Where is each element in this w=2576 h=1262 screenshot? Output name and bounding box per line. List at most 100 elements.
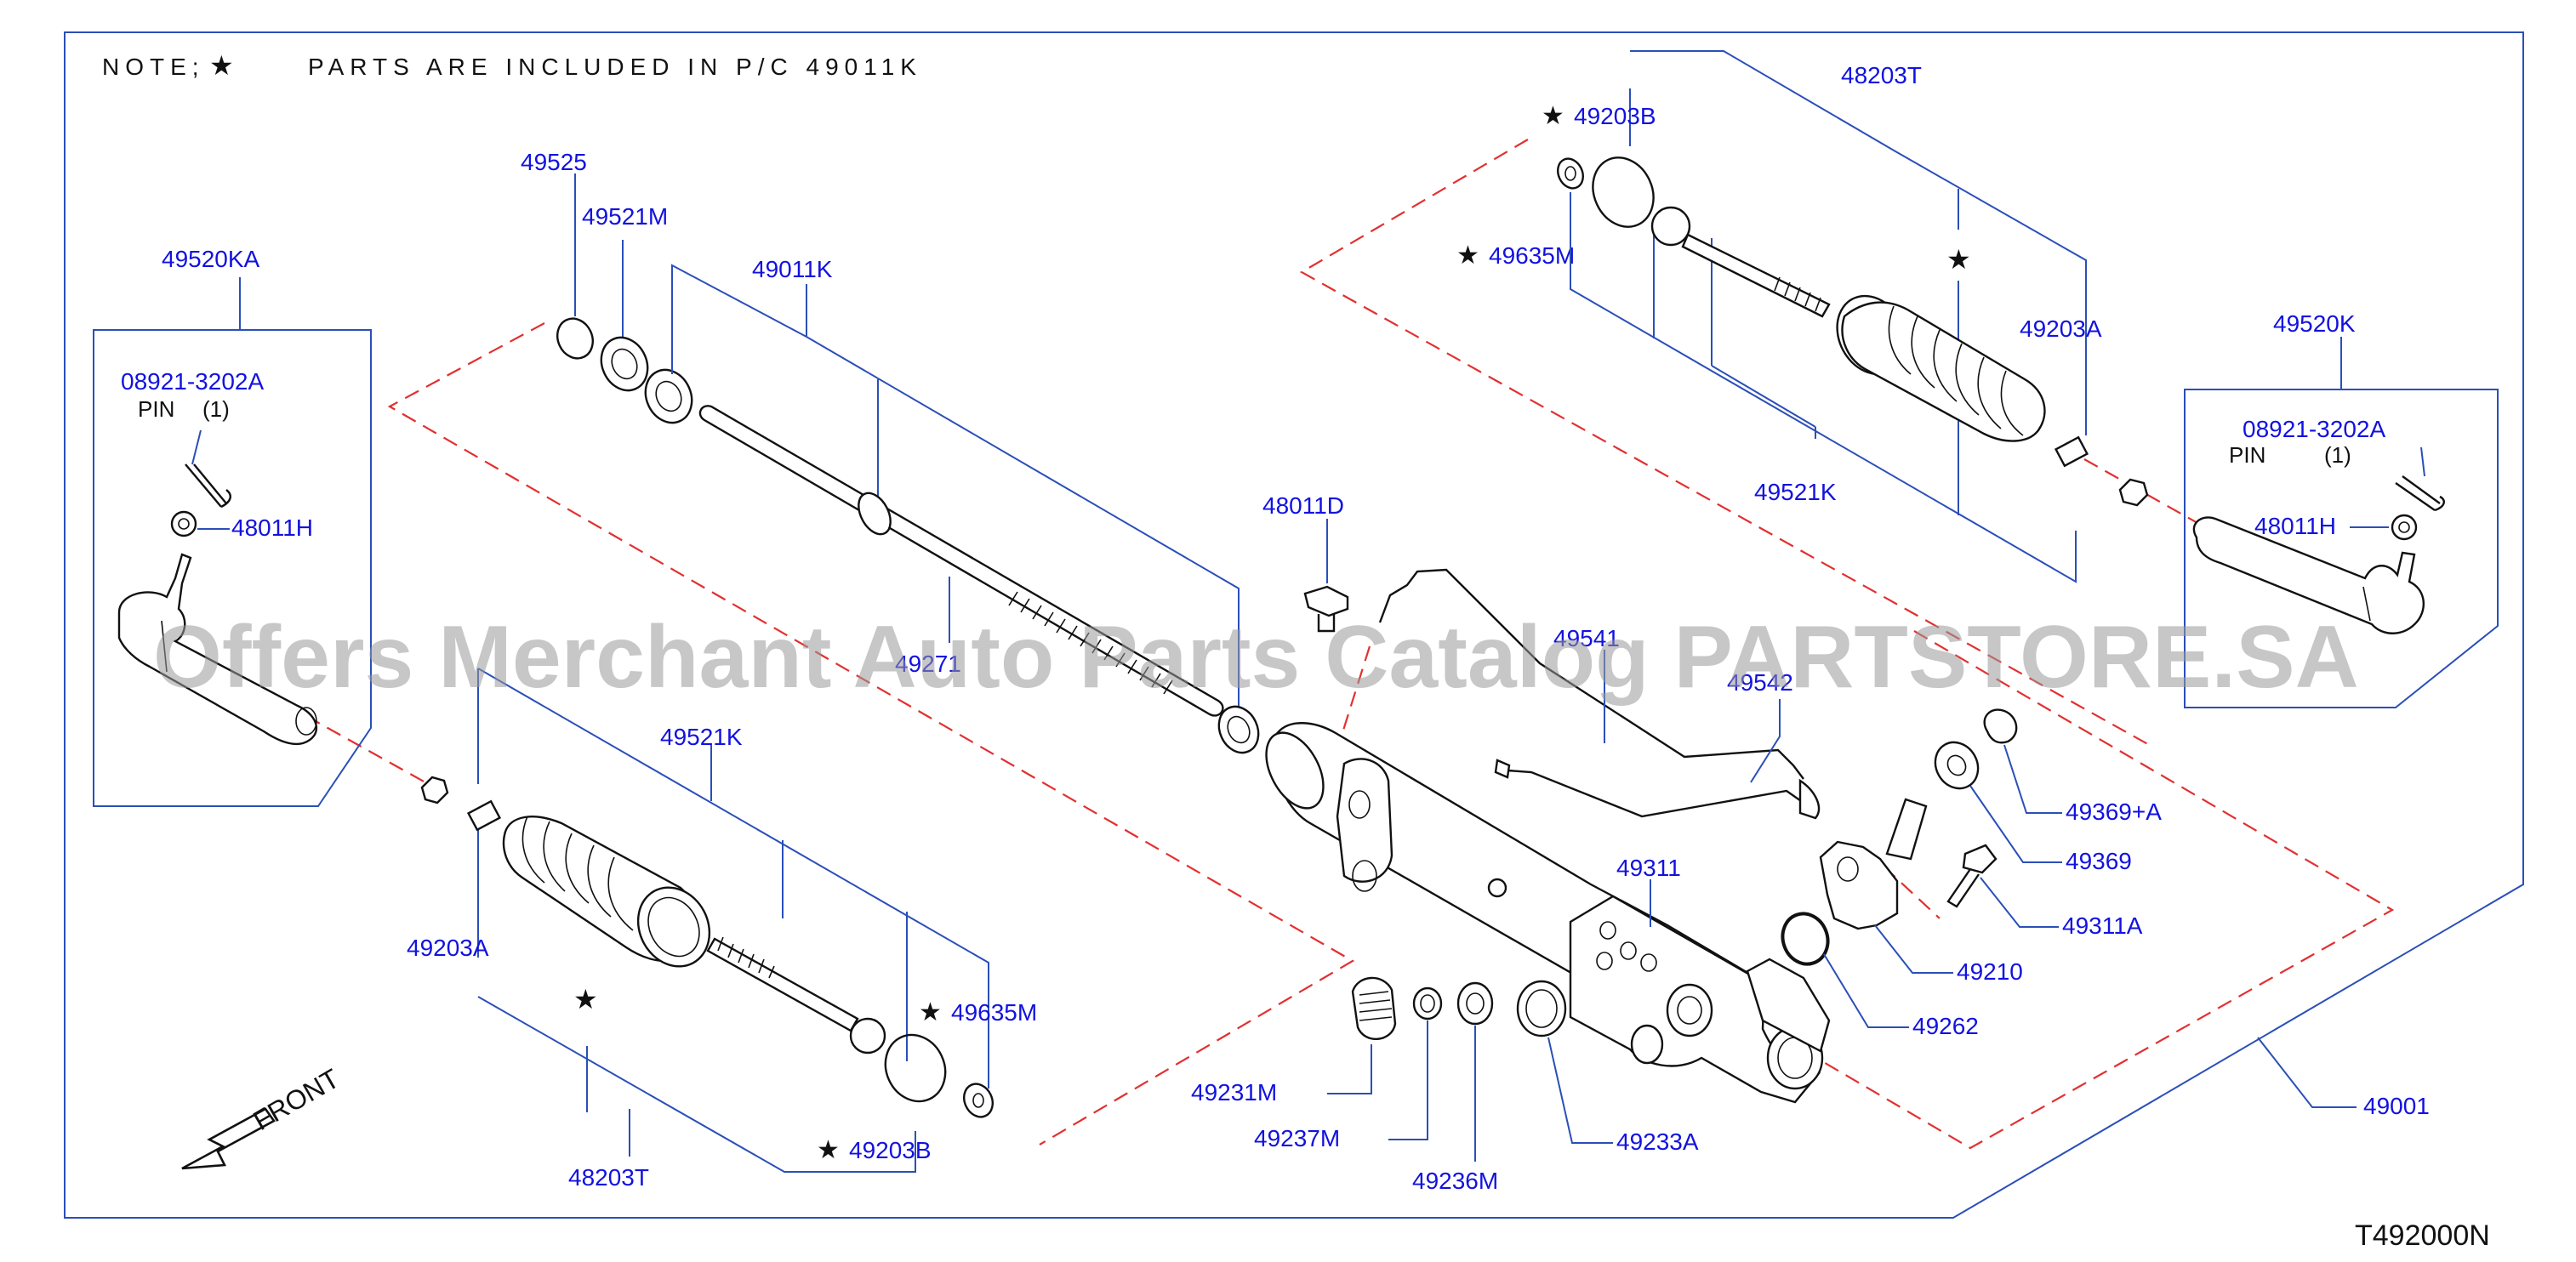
note-star-icon: ★ <box>209 50 234 81</box>
valve-seal <box>1934 741 1980 790</box>
leader-49231M <box>1327 1044 1372 1094</box>
diagram-frame <box>64 31 2524 1219</box>
control-valve <box>1819 840 1899 930</box>
inner-tie-rod-star-right-icon: ★ <box>1946 244 1971 275</box>
leader-49262 <box>1823 953 1909 1028</box>
label-pin-qty-left: (1) <box>202 396 230 422</box>
rack-bar <box>698 405 1224 717</box>
rack-bushing-outer <box>600 336 649 392</box>
oil-seal-small-inner <box>1420 994 1435 1013</box>
hydraulic-line-upper <box>1378 568 1804 780</box>
seal-ring-large-inner <box>1525 989 1558 1028</box>
label-49311A: 49311A <box>2062 912 2143 939</box>
boot-right-ribs <box>1888 305 2024 436</box>
inner-tie-rod-left-thread <box>717 936 775 979</box>
label-49635M-top: 49635M <box>1489 242 1575 269</box>
o-ring <box>1781 912 1830 966</box>
rack-seal-outer <box>644 368 693 424</box>
front-arrow-icon <box>181 1107 276 1170</box>
boot-clamp-ring-left <box>884 1033 947 1103</box>
tie-rod-end-box-left <box>93 329 372 807</box>
label-48011D: 48011D <box>1262 492 1344 519</box>
star-49203B-bottom-icon: ★ <box>817 1136 840 1164</box>
mounting-bolt <box>1303 585 1349 633</box>
tie-rod-end-left <box>117 553 318 746</box>
boot-left-mouth-inner <box>647 896 700 958</box>
label-49311: 49311 <box>1616 855 1681 881</box>
washer-left-outer <box>963 1083 994 1118</box>
valve-port-lower <box>1630 1024 1664 1065</box>
label-49203B-bottom: 49203B <box>849 1137 932 1163</box>
housing-plug <box>1487 878 1507 898</box>
diagram-code: T492000N <box>2355 1219 2490 1252</box>
label-pin-right: PIN <box>2229 442 2265 468</box>
inner-tie-rod-right-thread <box>1774 276 1821 312</box>
label-49521K-top: 49521K <box>1754 479 1837 505</box>
valve-snap-ring <box>1983 708 2018 744</box>
leader-49542 <box>1750 699 1781 783</box>
subassembly-outline-top-right <box>1299 139 2153 748</box>
inner-tie-rod-ball-left <box>849 1017 886 1055</box>
label-49203A-right: 49203A <box>2020 316 2102 342</box>
cotter-pin-right <box>2395 475 2445 512</box>
watermark: Offers Merchant Auto Parts Catalog PARTS… <box>153 608 2359 707</box>
label-48203T-bottom: 48203T <box>568 1164 649 1191</box>
hydraulic-line-lower <box>1507 769 1804 818</box>
leader-pin-right <box>2420 446 2425 477</box>
label-48011H-left: 48011H <box>231 514 313 541</box>
castle-nut-left-hole <box>178 518 190 530</box>
inner-tie-rod-left <box>706 937 859 1032</box>
leader-49233A <box>1547 1037 1613 1144</box>
rack-bushing-inner <box>611 348 638 380</box>
label-49011K: 49011K <box>752 256 833 282</box>
valve-port-small-1 <box>1599 921 1616 940</box>
label-49262: 49262 <box>1912 1013 1979 1039</box>
label-49521K-bottom: 49521K <box>660 724 743 750</box>
leader-48203T-top <box>1629 50 2087 515</box>
star-49635M-bottom-icon: ★ <box>919 998 942 1026</box>
hydraulic-line-fitting-left <box>1494 759 1511 779</box>
bearing-spring <box>1351 976 1397 1041</box>
valve-port-small-3 <box>1640 953 1657 972</box>
inner-tie-rod-ball-right <box>1650 206 1691 247</box>
valve-housing-collar <box>1746 958 1831 1053</box>
note-prefix: NOTE; <box>102 54 205 80</box>
label-49210: 49210 <box>1957 958 2023 985</box>
cotter-pin-left <box>185 463 231 509</box>
control-valve-port <box>1837 856 1859 882</box>
nut-left-outer <box>420 776 449 804</box>
label-08921-right: 08921-3202A <box>2243 416 2385 442</box>
label-48203T-top: 48203T <box>1841 62 1922 88</box>
tie-rod-end-box-right <box>2184 389 2499 708</box>
leader-49369 <box>1969 785 2062 863</box>
valve-port-large-inner <box>1677 996 1702 1025</box>
leader-49521K-bottom <box>477 668 989 1089</box>
tie-rod-end-link-left <box>305 715 426 783</box>
rack-seal-inner <box>655 380 682 412</box>
bearing-spring-coils <box>1359 991 1393 1021</box>
label-49001: 49001 <box>2363 1093 2430 1119</box>
label-49236M: 49236M <box>1412 1168 1498 1194</box>
label-49369: 49369 <box>2066 848 2132 874</box>
leader-49311A <box>1980 877 2059 928</box>
boot-clamp-left <box>466 799 502 832</box>
rack-end-seal-inner <box>1227 715 1251 744</box>
leader-49001 <box>2257 1037 2357 1108</box>
boot-left-mouth <box>636 886 711 968</box>
tie-rod-end-left-edge <box>161 620 168 673</box>
label-49521M: 49521M <box>582 203 668 230</box>
valve-seal-inner <box>1946 754 1967 776</box>
seal-ring-large <box>1516 980 1567 1037</box>
label-49233A: 49233A <box>1616 1128 1699 1155</box>
valve-port-small-4 <box>1596 952 1613 970</box>
washer-left-inner <box>972 1093 984 1108</box>
rack-teeth <box>1008 591 1173 695</box>
control-valve-stem <box>1885 798 1928 861</box>
boot-clamp-right <box>2054 435 2089 468</box>
inner-tie-rod-right <box>1681 233 1831 318</box>
castle-nut-right-hole <box>2398 521 2410 533</box>
mount-bracket-hole-lower <box>1352 860 1377 892</box>
rack-end-seal-outer <box>1217 705 1260 754</box>
label-49635M-bottom: 49635M <box>951 999 1037 1026</box>
